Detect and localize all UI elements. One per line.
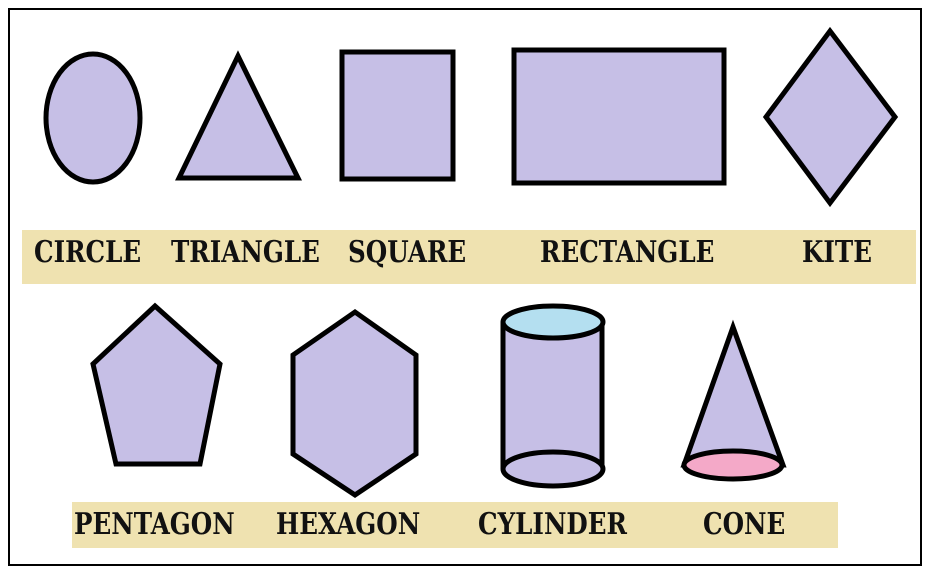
cone-shape: [680, 319, 787, 482]
label-circle: CIRCLE: [34, 235, 142, 270]
label-kite: KITE: [802, 235, 872, 270]
label-rectangle: RECTANGLE: [540, 235, 715, 270]
label-cylinder: CYLINDER: [478, 507, 627, 542]
label-band-row-1: [22, 230, 916, 284]
circle-shape: [43, 51, 143, 185]
label-band-row-2: [72, 502, 838, 548]
square-shape: [339, 49, 456, 182]
hexagon-shape: [290, 308, 419, 499]
label-hexagon: HEXAGON: [276, 507, 421, 542]
label-triangle: TRIANGLE: [171, 235, 320, 270]
triangle-shape: [175, 50, 303, 181]
label-square: SQUARE: [348, 235, 467, 270]
label-pentagon: PENTAGON: [74, 507, 235, 542]
rectangle-shape: [511, 47, 727, 186]
label-cone: CONE: [703, 507, 786, 542]
kite-shape: [762, 26, 899, 208]
cylinder-shape: [500, 303, 606, 489]
pentagon-shape: [90, 302, 223, 467]
